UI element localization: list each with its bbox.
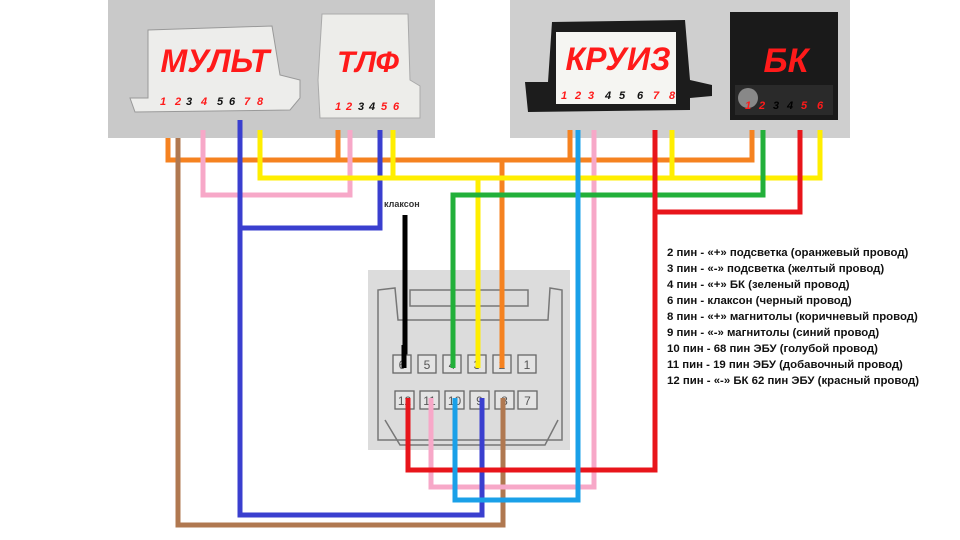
kruiz-connector-face: [556, 32, 676, 104]
kruiz-pin-number: 7: [653, 90, 660, 102]
mult-pin-number: 6: [229, 96, 236, 108]
kruiz-pin-number: 3: [588, 90, 594, 102]
bk-connector-label: БК: [764, 42, 811, 80]
tlf-connector-label: ТЛФ: [337, 46, 400, 79]
pink-wire: [200, 130, 353, 198]
kruiz-pin-number: 5: [619, 90, 626, 102]
blue-wire: [240, 130, 383, 231]
mult-pin-number: 5: [217, 96, 224, 108]
main-connector-outline: [377, 287, 563, 441]
bk-pin-number: 3: [773, 100, 779, 112]
pin-box: [417, 354, 437, 374]
light-blue-wire: [452, 130, 581, 503]
legend-item: 3 пин - «-» подсветка (желтый провод): [667, 263, 885, 275]
kruiz-pin-number: 8: [669, 90, 676, 102]
red-wire: [655, 130, 803, 215]
legend-item: 10 пин - 68 пин ЭБУ (голубой провод): [667, 343, 878, 355]
legend-item: 11 пин - 19 пин ЭБУ (добавочный провод): [667, 359, 903, 371]
mult-pin-number: 8: [257, 96, 264, 108]
pin-legend: 2 пин - «+» подсветка (оранжевый провод)…: [667, 245, 919, 389]
mult-pin-number: 3: [186, 96, 192, 108]
legend-item: 9 пин - «-» магнитолы (синий провод): [667, 327, 880, 339]
tlf-pin-number: 3: [358, 101, 364, 113]
horn-label: клаксон: [384, 199, 420, 209]
legend-item: 2 пин - «+» подсветка (оранжевый провод): [667, 247, 909, 259]
legend-item: 8 пин - «+» магнитолы (коричневый провод…: [667, 311, 918, 323]
kruiz-connector-label: КРУИЗ: [565, 41, 670, 77]
mult-pin-number: 4: [200, 96, 207, 108]
pin-number: 1: [524, 358, 531, 372]
brown-wire: [175, 138, 506, 528]
mult-pin-number: 7: [244, 96, 251, 108]
green-wire: [450, 130, 766, 362]
tlf-pin-number: 5: [381, 101, 388, 113]
mult-pin-number: 1: [160, 96, 166, 108]
kruiz-pin-number: 2: [574, 90, 581, 102]
bk-pin-number: 1: [745, 100, 751, 112]
bk-pin-number: 2: [758, 100, 765, 112]
pin-box: [517, 354, 537, 374]
kruiz-pin-number: 6: [637, 90, 644, 102]
legend-item: 4 пин - «+» БК (зеленый провод): [667, 279, 850, 291]
main-connector-bottom: [384, 419, 559, 446]
main-connector-latch: [409, 289, 529, 307]
mult-pin-number: 2: [174, 96, 181, 108]
pin-box: [517, 390, 538, 410]
bk-pin-number: 6: [817, 100, 824, 112]
tlf-pin-number: 4: [368, 101, 375, 113]
kruiz-pin-number: 1: [561, 90, 567, 102]
tlf-pin-number: 2: [345, 101, 352, 113]
pink-wire: [428, 130, 597, 490]
legend-item: 6 пин - клаксон (черный провод): [667, 295, 852, 307]
tlf-connector-body: [317, 13, 421, 119]
bk-connector-screw: [738, 88, 758, 108]
yellow-wire: [257, 130, 823, 181]
tlf-pin-number: 6: [393, 101, 400, 113]
bk-pin-number: 5: [801, 100, 808, 112]
bk-pin-number: 4: [786, 100, 793, 112]
mult-connector-body: [129, 25, 301, 113]
legend-item: 12 пин - «-» БК 62 пин ЭБУ (красный пров…: [667, 375, 920, 387]
pin-number: 5: [424, 358, 431, 372]
kruiz-pin-number: 4: [604, 90, 611, 102]
orange-wire: [165, 130, 755, 163]
red-wire: [405, 130, 658, 473]
pin-number: 7: [524, 394, 531, 408]
blue-wire: [237, 120, 485, 518]
mult-connector-label: МУЛЬТ: [161, 43, 272, 79]
tlf-pin-number: 1: [335, 101, 341, 113]
